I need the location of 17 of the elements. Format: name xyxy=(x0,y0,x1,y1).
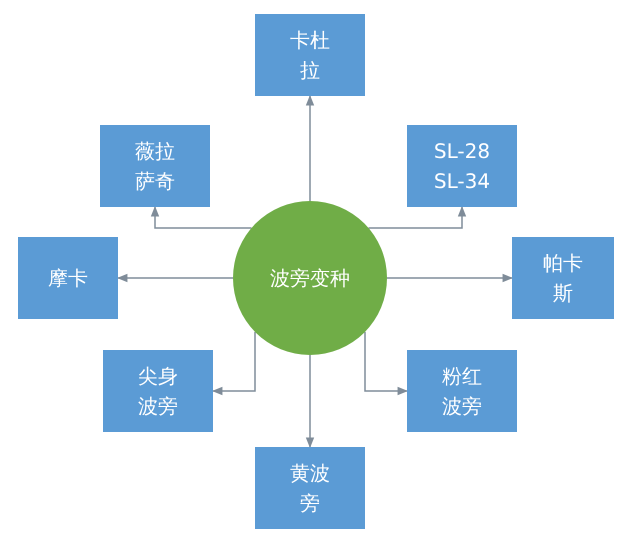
arrow xyxy=(212,332,256,396)
variety-box: SL-28 SL-34 xyxy=(407,125,517,207)
variety-box: 薇拉萨奇 xyxy=(100,125,210,207)
arrow xyxy=(364,332,408,396)
variety-box: 摩卡 xyxy=(18,237,118,319)
arrow xyxy=(116,274,233,282)
arrow xyxy=(368,206,466,229)
arrow xyxy=(306,94,314,201)
variety-box: 粉红波旁 xyxy=(407,350,517,432)
arrow xyxy=(150,206,252,229)
variety-box: 帕卡斯 xyxy=(512,237,614,319)
variety-box: 黄波旁 xyxy=(255,447,365,529)
arrow xyxy=(387,274,514,282)
variety-circle: 波旁变种 xyxy=(233,201,387,355)
arrow xyxy=(306,355,314,448)
variety-box: 尖身波旁 xyxy=(103,350,213,432)
variety-box: 卡杜拉 xyxy=(255,14,365,96)
